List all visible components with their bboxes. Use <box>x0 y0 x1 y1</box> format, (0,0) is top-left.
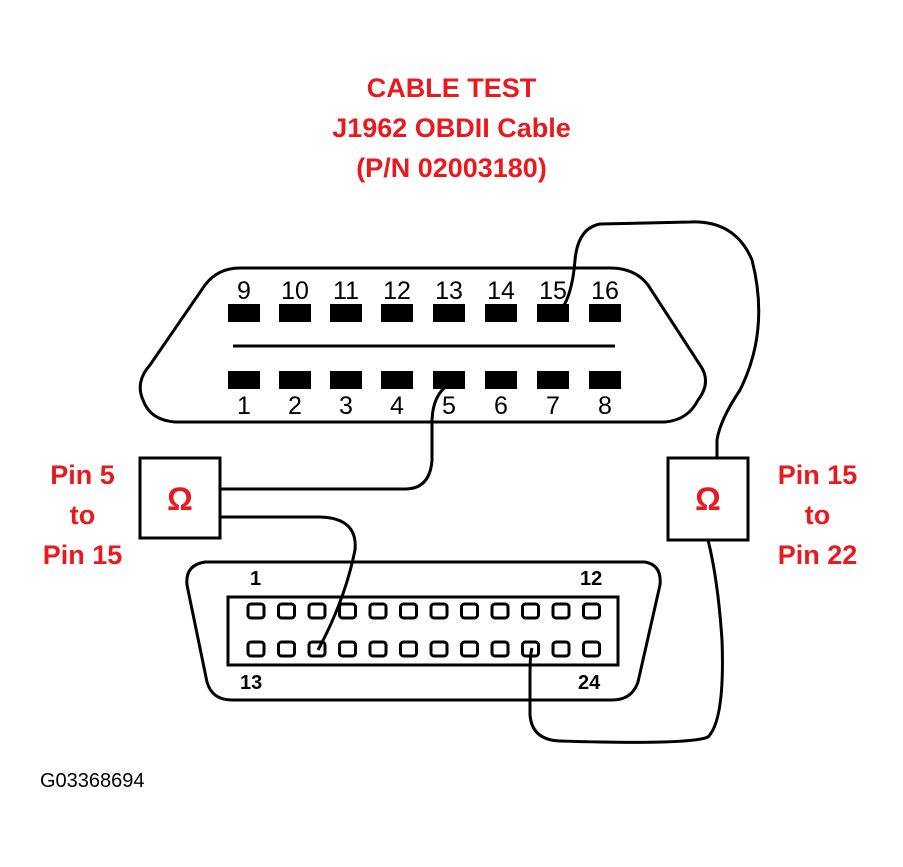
db24-pin-12 <box>582 602 601 620</box>
obd-pin-label-1: 1 <box>237 392 251 420</box>
obd-pin-label-14: 14 <box>487 277 515 305</box>
db24-pin-1 <box>246 602 266 620</box>
obd-pin-8 <box>589 371 621 389</box>
obd-pin-13 <box>433 304 465 322</box>
left-ohmmeter-symbol: Ω <box>167 481 193 517</box>
diagram-subtitle: J1962 OBDII Cable <box>332 113 571 143</box>
left-test-line-3: Pin 15 <box>42 540 123 570</box>
left-ohmmeter-box <box>138 456 222 540</box>
db24-pin-15 <box>307 640 327 658</box>
db24-pin-labels: 1 12 13 24 <box>240 568 602 694</box>
obd-pin-label-15: 15 <box>539 277 567 305</box>
obd-pin-16 <box>589 304 621 322</box>
db24-pin-3 <box>307 602 327 620</box>
db24-pin-19 <box>429 640 449 658</box>
obd-bottom-pin-numbers: 1 2 3 4 5 6 7 8 <box>237 392 612 420</box>
db24-pin-5 <box>368 602 388 620</box>
obd-pin-label-3: 3 <box>339 392 353 420</box>
db24-pin-11 <box>551 602 571 620</box>
left-test-line-1: Pin 5 <box>50 460 115 490</box>
obd-pin-label-4: 4 <box>390 392 404 420</box>
obd-pin-1 <box>228 371 260 389</box>
obd-pin-label-9: 9 <box>237 277 251 305</box>
obd-pin-label-16: 16 <box>591 277 619 305</box>
db24-pin-6 <box>399 602 418 620</box>
right-test-line-2: to <box>804 500 831 530</box>
left-test-line-2: to <box>69 500 96 530</box>
right-ohmmeter-symbol: Ω <box>695 481 721 517</box>
db24-pin-23 <box>551 640 571 658</box>
obd-pin-label-2: 2 <box>288 392 302 420</box>
db24-pin-2 <box>277 602 296 620</box>
obd-pin-11 <box>330 304 362 322</box>
db24-pin-21 <box>490 640 510 658</box>
obd-pin-label-11: 11 <box>333 277 359 305</box>
db24-connector-outline <box>185 560 662 702</box>
db24-label-24: 24 <box>578 672 601 694</box>
figure-id: G03368694 <box>40 770 145 792</box>
obd-pin-7 <box>537 371 569 389</box>
db24-top-pins <box>246 602 601 620</box>
lead-left-to-obd-pin-5 <box>220 383 449 491</box>
obd-pin-6 <box>485 371 517 389</box>
diagram-title: CABLE TEST <box>366 73 537 103</box>
lead-right-to-db24-pin-22 <box>528 539 724 744</box>
obd-pin-12 <box>381 304 413 322</box>
obd-pin-2 <box>279 371 311 389</box>
db24-pin-17 <box>368 640 388 658</box>
obd-pin-9 <box>228 304 260 322</box>
db24-pin-16 <box>338 640 357 658</box>
obd-connector-outline <box>138 266 707 424</box>
obd-pin-5 <box>433 371 465 389</box>
test-leads <box>220 220 761 744</box>
right-test-line-1: Pin 15 <box>777 460 858 490</box>
right-test-label: Pin 15 to Pin 22 <box>765 455 870 575</box>
db24-pin-9 <box>490 602 510 620</box>
db24-pin-20 <box>460 640 479 658</box>
left-test-label: Pin 5 to Pin 15 <box>30 455 135 575</box>
db24-bottom-pins <box>246 640 601 658</box>
obd-pin-14 <box>485 304 517 322</box>
db24-pin-13 <box>246 640 266 658</box>
db24-pin-7 <box>429 602 449 620</box>
db24-label-12: 12 <box>580 568 602 590</box>
obd-pin-3 <box>330 371 362 389</box>
lead-right-to-obd-pin-15 <box>555 220 761 458</box>
obd-pin-label-7: 7 <box>546 392 560 420</box>
right-test-line-3: Pin 22 <box>777 540 858 570</box>
obd-pin-label-8: 8 <box>598 392 612 420</box>
db24-inner-frame <box>226 595 620 667</box>
db24-pin-10 <box>521 602 540 620</box>
obd-bottom-pins <box>228 371 621 389</box>
obd-pin-4 <box>381 371 413 389</box>
db24-pin-4 <box>338 602 357 620</box>
db24-label-1: 1 <box>250 568 261 590</box>
db24-pin-8 <box>460 602 479 620</box>
db24-pin-24 <box>582 640 601 658</box>
db24-pin-14 <box>277 640 296 658</box>
obd-top-pin-numbers: 9 10 11 12 13 14 15 16 <box>237 277 619 305</box>
obd-pin-label-10: 10 <box>281 277 309 305</box>
obd-pin-10 <box>279 304 311 322</box>
db24-pin-18 <box>399 640 418 658</box>
obd-pin-label-6: 6 <box>494 392 508 420</box>
obd-pin-label-5: 5 <box>442 392 456 420</box>
obd-pin-label-12: 12 <box>383 277 411 305</box>
obd-pin-label-13: 13 <box>435 277 463 305</box>
part-number: (P/N 02003180) <box>356 153 547 183</box>
lead-left-to-db24-pin-15 <box>220 515 357 651</box>
db24-label-13: 13 <box>240 672 262 694</box>
